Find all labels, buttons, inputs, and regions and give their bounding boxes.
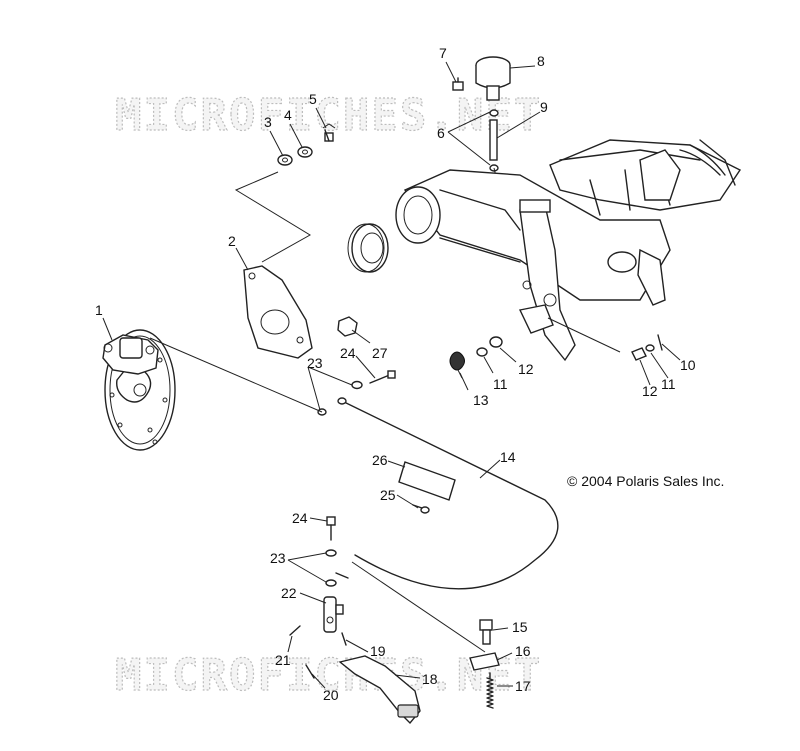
callout-20: 20 — [323, 687, 339, 703]
clevis-22 — [323, 596, 344, 633]
pin-10 — [657, 334, 663, 351]
callout-3: 3 — [264, 114, 272, 130]
callout-23-top: 23 — [307, 355, 323, 371]
brake-pedal-18 — [338, 655, 421, 725]
callout-7: 7 — [439, 45, 447, 61]
callout-17: 17 — [515, 678, 531, 694]
callout-6: 6 — [437, 125, 445, 141]
washer-11-left — [476, 347, 488, 357]
pin-9 — [489, 119, 498, 161]
watermark-top: MICROFICHES.NET — [115, 90, 542, 141]
callout-23-bottom: 23 — [270, 550, 286, 566]
callout-11-right: 11 — [661, 376, 676, 392]
copyright-text: © 2004 Polaris Sales Inc. — [567, 473, 724, 489]
callout-10: 10 — [680, 357, 696, 373]
washer-23-mid — [325, 549, 337, 557]
caliper-bracket — [243, 265, 313, 359]
washer-23-low — [325, 572, 349, 587]
spring-17 — [486, 672, 494, 709]
washer-23-top — [351, 380, 363, 390]
nut-27 — [337, 316, 358, 337]
callout-25: 25 — [380, 487, 396, 503]
callout-1: 1 — [95, 302, 103, 318]
pin-21 — [289, 625, 301, 636]
pin-20 — [305, 664, 315, 679]
reservoir-8 — [475, 56, 511, 101]
callout-22: 22 — [281, 585, 297, 601]
bolt-24-bottom — [326, 516, 336, 541]
bolt-24-top — [369, 370, 396, 384]
brake-rod-14 — [337, 397, 559, 590]
washer-3 — [277, 154, 293, 166]
swingarm — [395, 139, 742, 362]
callout-8: 8 — [537, 53, 545, 69]
bolt-7 — [452, 77, 464, 91]
bolt-5 — [322, 123, 336, 142]
leader-lines — [102, 61, 681, 689]
callout-14: 14 — [500, 449, 516, 465]
callout-11-left: 11 — [493, 376, 508, 392]
callout-12-left: 12 — [518, 361, 534, 377]
callout-16: 16 — [515, 643, 531, 659]
spring-13 — [449, 351, 465, 379]
callout-9: 9 — [540, 99, 548, 115]
bracket-26 — [398, 461, 456, 501]
callout-27: 27 — [372, 345, 388, 361]
callout-24-top: 24 — [340, 345, 356, 361]
callout-2: 2 — [228, 233, 236, 249]
callout-5: 5 — [309, 91, 317, 107]
bracket-16 — [469, 652, 500, 671]
callout-21: 21 — [275, 652, 291, 668]
washer-6a — [489, 109, 499, 117]
callout-13: 13 — [473, 392, 489, 408]
bearing-ring — [347, 223, 389, 273]
bushing-12-right — [631, 347, 647, 361]
callout-18: 18 — [422, 671, 438, 687]
callout-12-right: 12 — [642, 383, 658, 399]
washer-4 — [297, 146, 313, 158]
washer-11-right — [645, 344, 655, 352]
callout-24-bottom: 24 — [292, 510, 308, 526]
callout-4: 4 — [284, 107, 292, 123]
pin-19 — [341, 632, 347, 646]
bushing-12-left — [489, 336, 503, 348]
callout-19: 19 — [370, 643, 386, 659]
callout-15: 15 — [512, 619, 528, 635]
brake-disc-and-caliper — [102, 329, 176, 451]
switch-15 — [479, 619, 493, 645]
callout-26: 26 — [372, 452, 388, 468]
